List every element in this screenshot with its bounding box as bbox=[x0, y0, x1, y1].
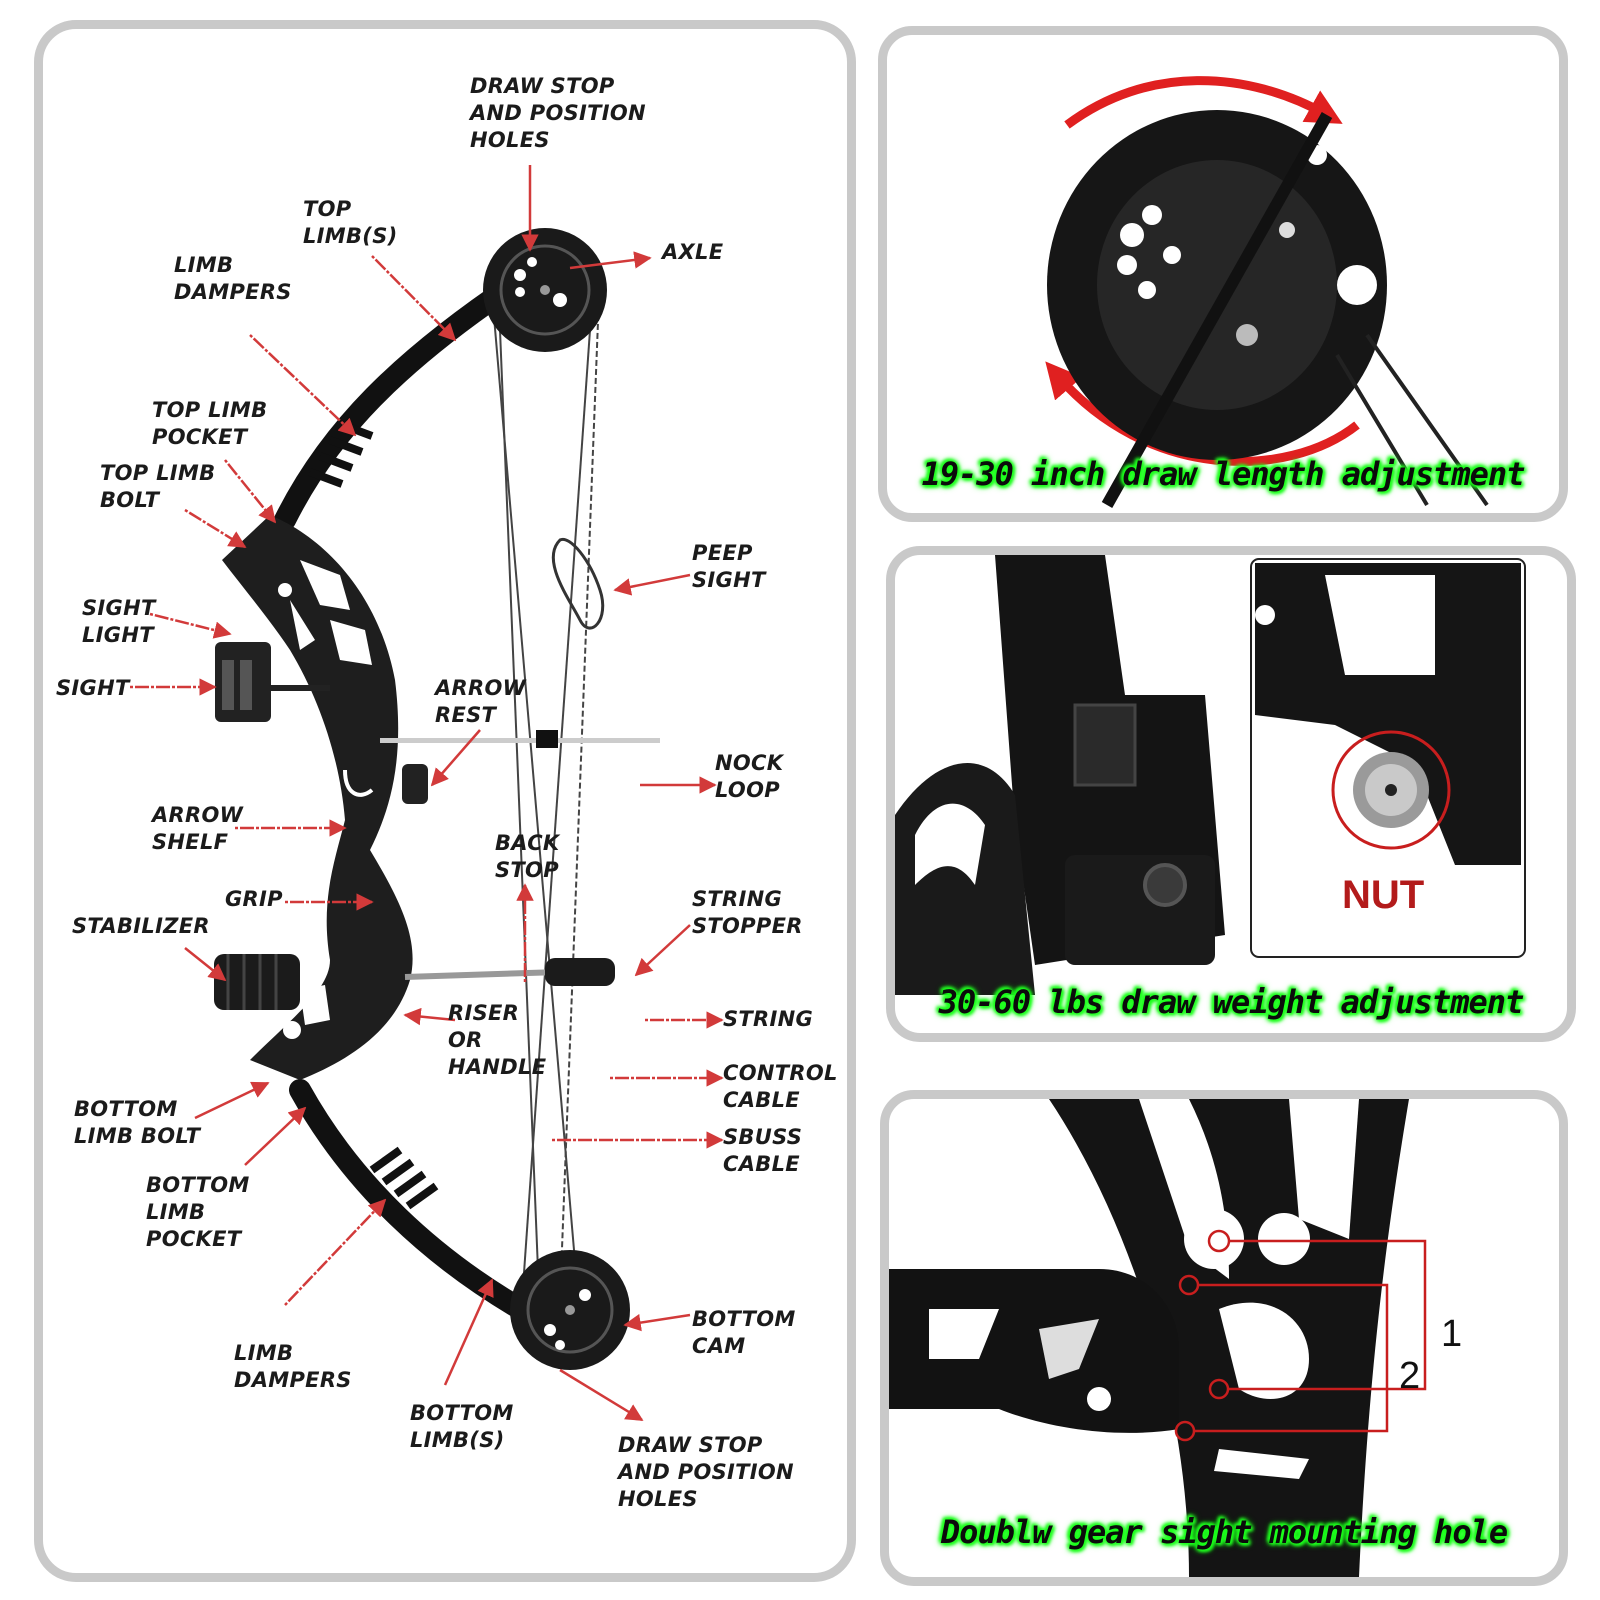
draw-length-panel: 19-30 inch draw length adjustment bbox=[878, 26, 1568, 522]
nut-label: NUT bbox=[1342, 873, 1425, 917]
bow-strings bbox=[489, 269, 601, 1331]
riser-cutouts bbox=[278, 560, 372, 1039]
label-peep-sight: PEEP SIGHT bbox=[692, 541, 766, 592]
label-string-stopper: STRING STOPPER bbox=[692, 887, 803, 938]
top-limb bbox=[274, 269, 531, 531]
sight-mount-caption: Doublw gear sight mounting hole bbox=[940, 1513, 1508, 1551]
string-nock bbox=[536, 730, 558, 748]
arrow-bottom-limb-pocket bbox=[244, 1106, 307, 1166]
arrow-string-stopper bbox=[634, 924, 691, 977]
arrow bbox=[380, 738, 660, 743]
label-arrow-shelf: ARROW SHELF bbox=[152, 803, 244, 854]
label-draw-stop-top: DRAW STOP AND POSITION HOLES bbox=[470, 74, 646, 152]
label-bottom-limb-bolt: BOTTOM LIMB BOLT bbox=[74, 1097, 201, 1148]
string-stopper bbox=[545, 958, 615, 986]
peep-sight bbox=[551, 537, 605, 630]
label-bottom-cam: BOTTOM CAM bbox=[692, 1307, 796, 1358]
label-bottom-limb-pocket: BOTTOM LIMB POCKET bbox=[146, 1173, 250, 1251]
label-sight-light: SIGHT LIGHT bbox=[82, 596, 156, 647]
arrow-bottom-limbs bbox=[443, 1278, 494, 1386]
cam-closeup bbox=[1045, 76, 1489, 508]
label-stabilizer: STABILIZER bbox=[72, 914, 210, 938]
sight-mount-panel: 1 2 Doublw gear sight mounting hole bbox=[880, 1090, 1568, 1586]
label-top-limbs: TOP LIMB(S) bbox=[303, 197, 398, 248]
sight bbox=[215, 642, 330, 722]
arrow-sight-light bbox=[149, 612, 232, 639]
draw-weight-caption: 30-60 lbs draw weight adjustment bbox=[938, 983, 1525, 1021]
label-bottom-limbs: BOTTOM LIMB(S) bbox=[410, 1401, 514, 1452]
bottom-limb bbox=[289, 1079, 551, 1331]
label-limb-dampers-bottom: LIMB DAMPERS bbox=[234, 1341, 352, 1392]
label-draw-stop-bottom: DRAW STOP AND POSITION HOLES bbox=[618, 1433, 794, 1511]
label-arrow-rest: ARROW REST bbox=[435, 676, 527, 727]
draw-length-caption: 19-30 inch draw length adjustment bbox=[921, 455, 1526, 493]
label-top-limb-bolt: TOP LIMB BOLT bbox=[100, 461, 216, 512]
label-grip: GRIP bbox=[225, 887, 283, 911]
stabilizer bbox=[214, 954, 300, 1010]
top-cam bbox=[483, 228, 607, 352]
arrow-bottom-cam bbox=[623, 1313, 691, 1332]
arrow-draw-stop-bottom bbox=[559, 1368, 644, 1422]
arrow-arrow-rest bbox=[430, 729, 481, 787]
label-top-limb-pocket: TOP LIMB POCKET bbox=[152, 398, 268, 449]
label-nock-loop: NOCK LOOP bbox=[715, 751, 784, 802]
label-sight: SIGHT bbox=[56, 676, 130, 700]
label-riser: RISER OR HANDLE bbox=[448, 1001, 547, 1079]
sight-hole-number-2: 2 bbox=[1399, 1355, 1421, 1397]
arrow-limb-dampers-bottom bbox=[284, 1198, 387, 1306]
string-stopper-rod bbox=[404, 969, 561, 980]
arrow-axle bbox=[569, 251, 652, 270]
limb-pocket-closeup bbox=[895, 555, 1526, 995]
arrow-stabilizer bbox=[184, 947, 227, 982]
sight-hole-number-1: 1 bbox=[1441, 1313, 1463, 1355]
arrow-limb-dampers-top bbox=[249, 334, 357, 437]
label-string: STRING bbox=[723, 1007, 814, 1031]
arrow-riser bbox=[403, 1007, 456, 1026]
label-sbuss-cable: SBUSS CABLE bbox=[723, 1125, 803, 1176]
bow-diagram-panel bbox=[34, 20, 856, 1582]
label-control-cable: CONTROL CABLE bbox=[723, 1061, 838, 1112]
arrow-top-limbs bbox=[371, 255, 457, 342]
arrow-top-limb-pocket bbox=[224, 459, 277, 524]
draw-weight-panel: NUT 30-60 lbs draw weight adjustment bbox=[886, 546, 1576, 1042]
label-back-stop: BACK STOP bbox=[495, 831, 560, 882]
arrow-top-limb-bolt bbox=[184, 508, 247, 549]
bottom-cam bbox=[510, 1250, 630, 1370]
label-limb-dampers-top: LIMB DAMPERS bbox=[174, 253, 292, 304]
arrow-bottom-limb-bolt bbox=[194, 1081, 270, 1120]
label-axle: AXLE bbox=[662, 240, 724, 264]
sight-mount-closeup bbox=[889, 1099, 1427, 1577]
arrow-rest bbox=[343, 764, 428, 804]
arrow-peep-sight bbox=[613, 573, 691, 596]
limb-dampers-bottom bbox=[369, 1146, 439, 1210]
